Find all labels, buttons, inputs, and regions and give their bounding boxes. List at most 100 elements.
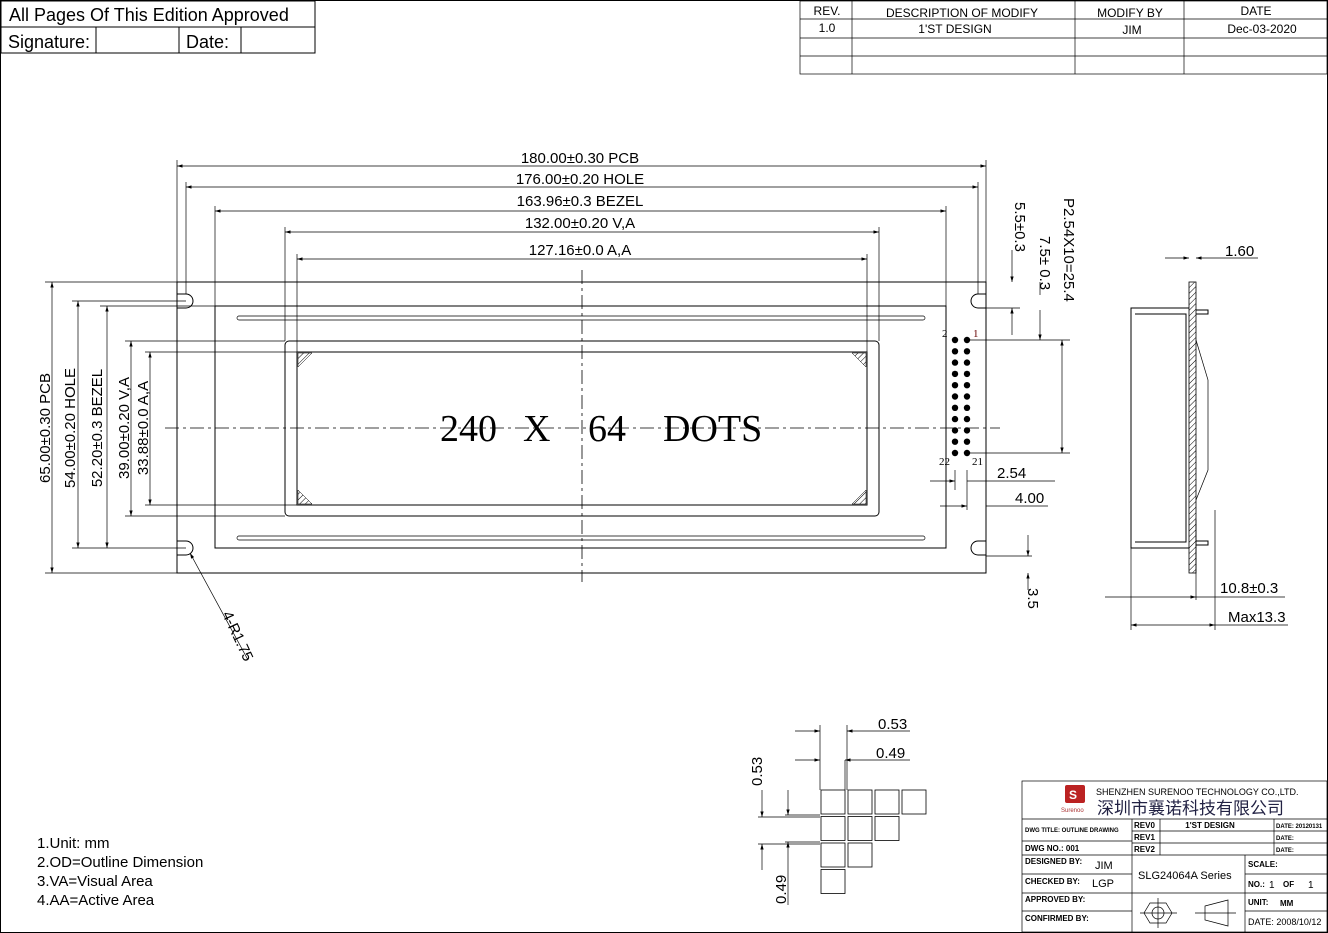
company-name-en: SHENZHEN SURENOO TECHNOLOGY CO.,LTD. [1096, 787, 1299, 797]
pitch-dim: 2.54 [997, 465, 1026, 482]
connector-pin [951, 415, 959, 423]
sheet-total: 1 [1308, 880, 1314, 891]
connector-pin [951, 336, 959, 344]
designed-label: DESIGNED BY: [1025, 857, 1082, 866]
svg-text:S: S [1069, 788, 1077, 802]
pin-2-label: 2 [942, 328, 948, 340]
approval-box: All Pages Of This Edition Approved Signa… [0, 0, 316, 54]
bottom-offset-dim: 3.5 [1024, 588, 1041, 609]
date-cell: Dec-03-2020 [1227, 22, 1297, 36]
horizontal-dimensions: 180.00±0.30 PCB 176.00±0.20 HOLE 163.96±… [176, 150, 987, 352]
connector-pin [951, 348, 959, 355]
rev0-date: DATE: 20120131 [1276, 824, 1323, 830]
projection-symbol-icon [1140, 898, 1236, 928]
pixel-cell [820, 869, 846, 894]
scale-label: SCALE: [1248, 860, 1278, 869]
company-name-cn: 深圳市襄诺科技有限公司 [1097, 798, 1284, 818]
signature-label: Signature: [8, 32, 90, 52]
mount-hole [177, 540, 194, 556]
top-offset-2-dim: 7.5± 0.3 [1036, 236, 1053, 290]
rev2-label: REV2 [1134, 845, 1155, 854]
top-offset-1-dim: 5.5±0.3 [1011, 202, 1028, 252]
rev-cell: 1.0 [819, 21, 836, 35]
connector-pin [963, 393, 971, 400]
series-name: SLG24064A Series [1138, 870, 1232, 882]
connector-pin [951, 359, 959, 366]
rev0-desc: 1'ST DESIGN [1185, 821, 1235, 830]
connector-pin [963, 359, 971, 366]
rev2-date: DATE: [1276, 848, 1294, 854]
pin-21-label: 21 [972, 456, 983, 468]
aa-width-dim: 127.16±0.0 A,A [529, 242, 631, 259]
vertical-dimensions: 65.00±0.30 PCB 54.00±0.20 HOLE 52.20±0.3… [37, 281, 297, 665]
unit-label: UNIT: [1248, 898, 1268, 907]
pcb-height-dim: 65.00±0.30 PCB [37, 373, 54, 483]
pixel-cell [901, 789, 927, 815]
pixel-height-1-dim: 0.53 [749, 757, 766, 786]
rev1-date: DATE: [1276, 836, 1294, 842]
pixel-height-2-dim: 0.49 [773, 875, 790, 904]
pixel-width-2-dim: 0.49 [876, 745, 905, 762]
mount-hole [970, 540, 986, 556]
side-view: 1.60 10.8±0.3 Max13.3 [1105, 243, 1288, 630]
description-cell: 1'ST DESIGN [918, 22, 991, 36]
hole-width-dim: 176.00±0.20 HOLE [516, 171, 644, 188]
connector-pin [951, 370, 959, 378]
pixel-cell [847, 842, 873, 868]
pixel-width-1-dim: 0.53 [878, 716, 907, 733]
side-thickness-dim: 1.60 [1225, 243, 1254, 260]
pixel-cell [874, 816, 900, 841]
hole-height-dim: 54.00±0.20 HOLE [62, 368, 79, 488]
rev1-label: REV1 [1134, 833, 1155, 842]
connector-pin [951, 427, 959, 434]
designed-by: JIM [1095, 860, 1113, 872]
confirmed-label: CONFIRMED BY: [1025, 914, 1089, 923]
modify-by-header: MODIFY BY [1097, 6, 1163, 20]
bezel [214, 305, 947, 549]
aa-height-dim: 33.88±0.0 A,A [135, 381, 152, 475]
connector-dimensions: 5.5±0.3 7.5± 0.3 P2.54X10=25.4 2.54 4.00… [930, 198, 1077, 609]
approval-title: All Pages Of This Edition Approved [9, 5, 289, 25]
dwg-title: DWG TITLE: OUTLINE DRAWING [1025, 828, 1119, 834]
connector-pin [963, 415, 971, 423]
connector-pin [951, 393, 959, 400]
note-4: 4.AA=Active Area [37, 892, 155, 909]
description-header: DESCRIPTION OF MODIFY [886, 6, 1038, 20]
mount-hole [177, 293, 194, 309]
svg-text:Surenoo: Surenoo [1061, 808, 1084, 814]
pixel-cell [820, 816, 846, 841]
pixel-cell [820, 842, 846, 868]
checked-by: LGP [1092, 878, 1114, 890]
note-2: 2.OD=Outline Dimension [37, 854, 203, 871]
front-view: 240 X 64 DOTS 2 1 22 21 [165, 270, 1000, 582]
connector-pin [963, 382, 971, 389]
bezel-height-dim: 52.20±0.3 BEZEL [89, 369, 106, 487]
bezel-width-dim: 163.96±0.3 BEZEL [517, 193, 644, 210]
connector-pin [963, 438, 971, 445]
connector-pin [963, 348, 971, 355]
va-width-dim: 132.00±0.20 V,A [525, 215, 635, 232]
display-rows: 64 [588, 408, 626, 450]
display-dots: DOTS [663, 408, 762, 450]
display-x: X [523, 408, 550, 450]
pixel-detail: 0.53 0.49 0.53 0.49 [749, 716, 927, 905]
connector-pin [951, 438, 959, 445]
date-header: DATE [1240, 4, 1271, 18]
revision-table: REV. DESCRIPTION OF MODIFY MODIFY BY DAT… [799, 0, 1328, 75]
radius-dim: 4-R1.75 [218, 609, 256, 665]
pin-1-label: 1 [973, 328, 979, 340]
connector-pin [951, 382, 959, 389]
side-depth-dim: 10.8±0.3 [1220, 580, 1278, 597]
checked-label: CHECKED BY: [1025, 877, 1080, 886]
company-logo: S Surenoo [1061, 785, 1085, 814]
connector-pin [963, 370, 971, 378]
mount-hole [970, 293, 986, 309]
note-1: 1.Unit: mm [37, 835, 110, 852]
date-label: Date: [186, 32, 229, 52]
display-cols: 240 [440, 408, 497, 450]
side-max-dim: Max13.3 [1228, 609, 1286, 626]
drawing-date: DATE: 2008/10/12 [1248, 917, 1321, 927]
pixel-cell [820, 789, 846, 815]
connector-pin [963, 404, 971, 411]
